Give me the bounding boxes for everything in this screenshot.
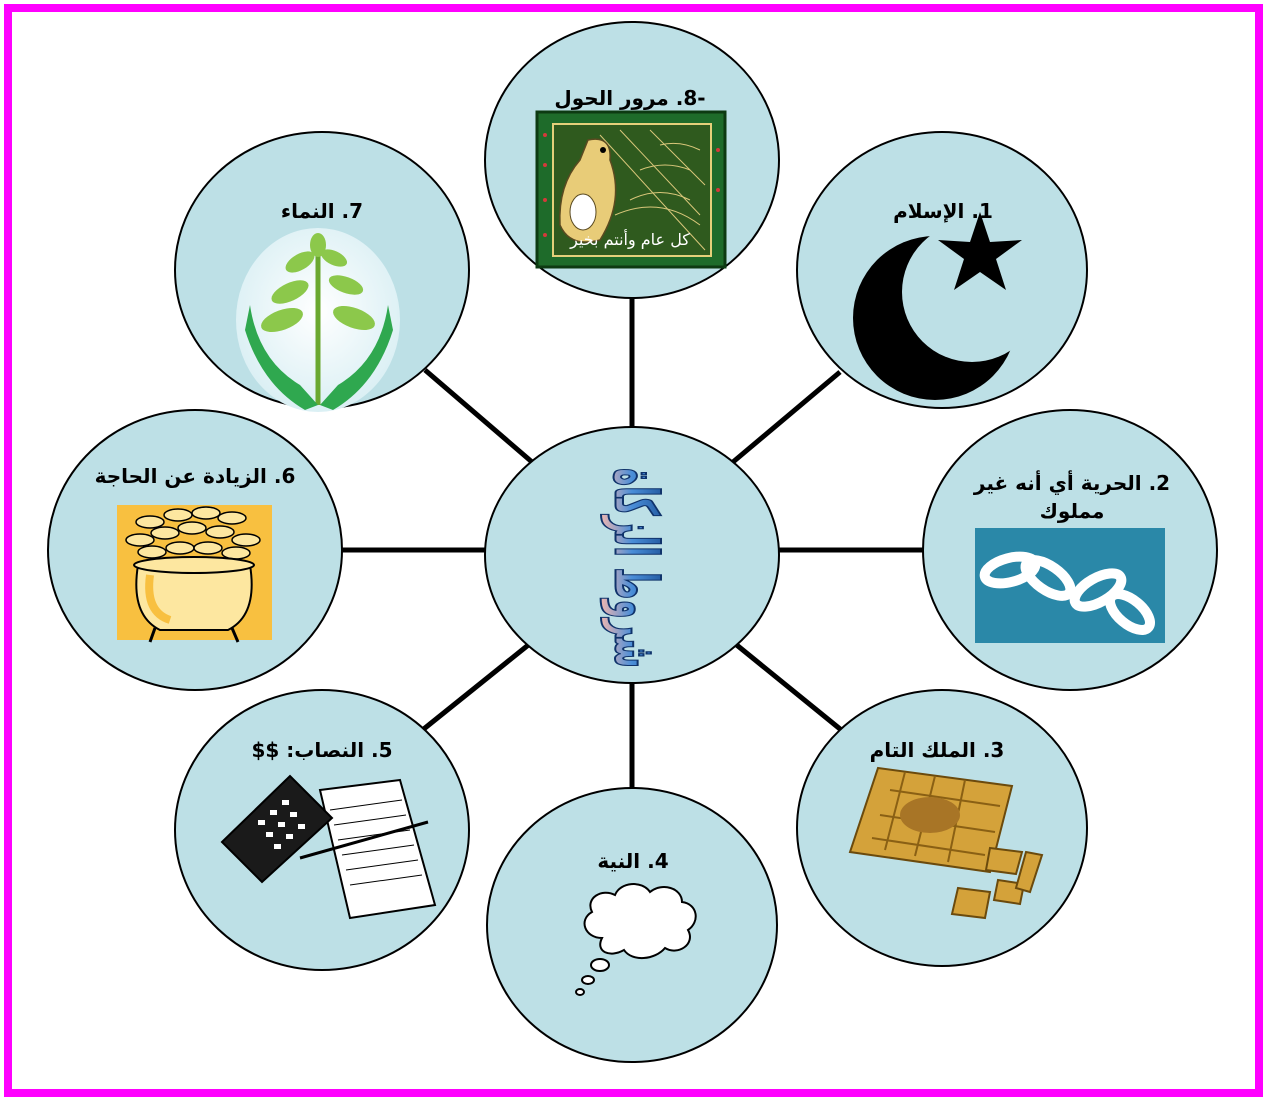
puzzle-icon — [848, 766, 1044, 920]
connector-growth — [423, 368, 534, 464]
connector-ownership — [731, 640, 847, 735]
node-nisab: 5. النصاب: $$ — [174, 689, 470, 971]
magenta-frame — [4, 4, 1263, 1097]
node-ownership-label: 3. الملك التام — [870, 738, 1005, 762]
pot-of-gold-icon — [117, 505, 272, 643]
node-intention: 4. النية — [486, 787, 778, 1063]
node-freedom-label-line1: 2. الحرية أي أنه غير — [973, 469, 1170, 496]
node-intention-label: 4. النية — [597, 849, 668, 873]
calculator-papers-icon — [220, 774, 437, 920]
connector-nisab — [418, 640, 534, 734]
plant-hands-icon — [236, 228, 400, 412]
node-freedom: 2. الحرية أي أنه غير مملوك — [922, 409, 1218, 691]
node-surplus-label: 6. الزيادة عن الحاجة — [95, 464, 296, 488]
node-nisab-label: 5. النصاب: $$ — [251, 738, 392, 762]
bird-card-icon: كل عام وأنتم بخير — [535, 110, 727, 269]
node-hawl-label: -8. مرور الحول — [554, 86, 705, 110]
center-title-wordart: شروط الزكاة — [599, 467, 671, 669]
broken-chain-icon — [975, 528, 1165, 643]
node-ownership: 3. الملك التام — [796, 689, 1088, 967]
crescent-star-icon — [853, 212, 1042, 400]
node-surplus: 6. الزيادة عن الحاجة — [47, 409, 343, 691]
node-islam: 1. الإسلام — [796, 131, 1088, 409]
node-islam-label: 1. الإسلام — [893, 199, 993, 223]
node-growth-label: 7. النماء — [281, 199, 363, 223]
node-hawl: -8. مرور الحول كل عام وأنتم — [484, 21, 780, 299]
center-node: شروط الزكاة — [484, 426, 780, 684]
node-growth: 7. النماء — [174, 131, 470, 412]
card-greeting-text: كل عام وأنتم بخير — [569, 229, 690, 250]
node-freedom-label-line2: مملوك — [1040, 499, 1105, 523]
thought-cloud-icon — [575, 883, 697, 996]
center-title: شروط الزكاة — [600, 468, 670, 668]
connector-islam — [731, 370, 842, 464]
